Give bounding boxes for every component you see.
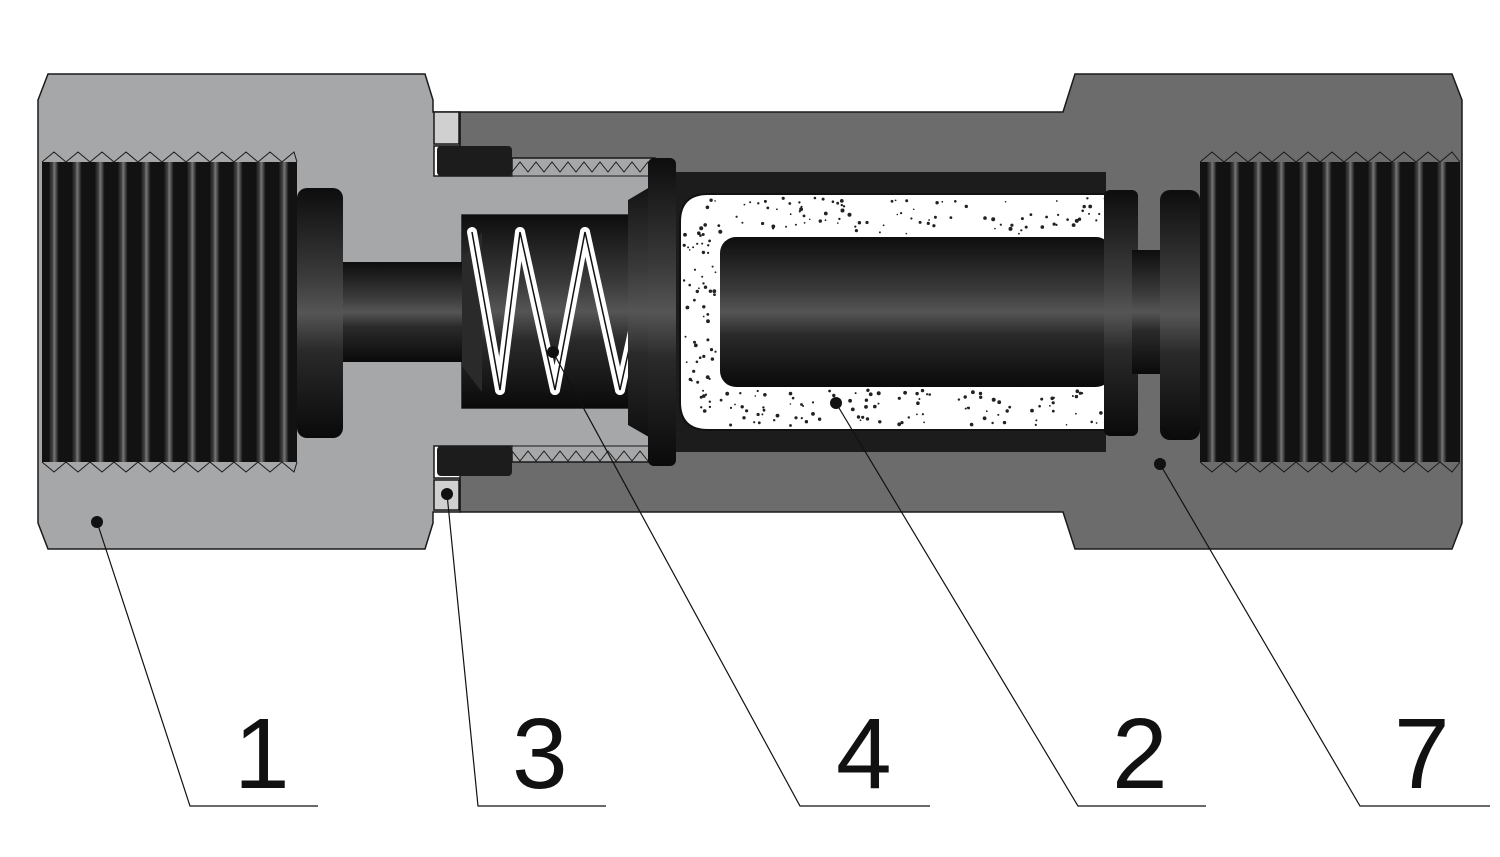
outlet-neck: [1132, 250, 1162, 374]
callout-4: 4: [836, 698, 892, 810]
outlet-collar-a: [1104, 190, 1138, 436]
leader-line-1: [91, 516, 318, 807]
right-threaded-bore: [1200, 152, 1460, 472]
o-ring-top: [437, 146, 512, 176]
callout-7: 7: [1394, 698, 1450, 810]
leader-line-7: [1154, 458, 1490, 807]
left-threaded-bore: [42, 152, 297, 472]
callout-1: 1: [234, 698, 290, 810]
seal-ring-top: [433, 111, 460, 145]
callout-3: 3: [512, 698, 568, 810]
filter-speckles: [682, 196, 1106, 427]
inlet-passage: [343, 262, 463, 362]
internal-thread-bottom: [511, 445, 657, 462]
outlet-collar-b: [1160, 190, 1200, 440]
inlet-collar: [297, 188, 343, 438]
filter-core: [720, 237, 1112, 387]
leader-line-2: [830, 397, 1206, 807]
leader-line-3: [441, 488, 606, 807]
leader-line-4: [547, 346, 930, 807]
o-ring-bottom: [437, 446, 512, 476]
callout-2: 2: [1112, 698, 1168, 810]
